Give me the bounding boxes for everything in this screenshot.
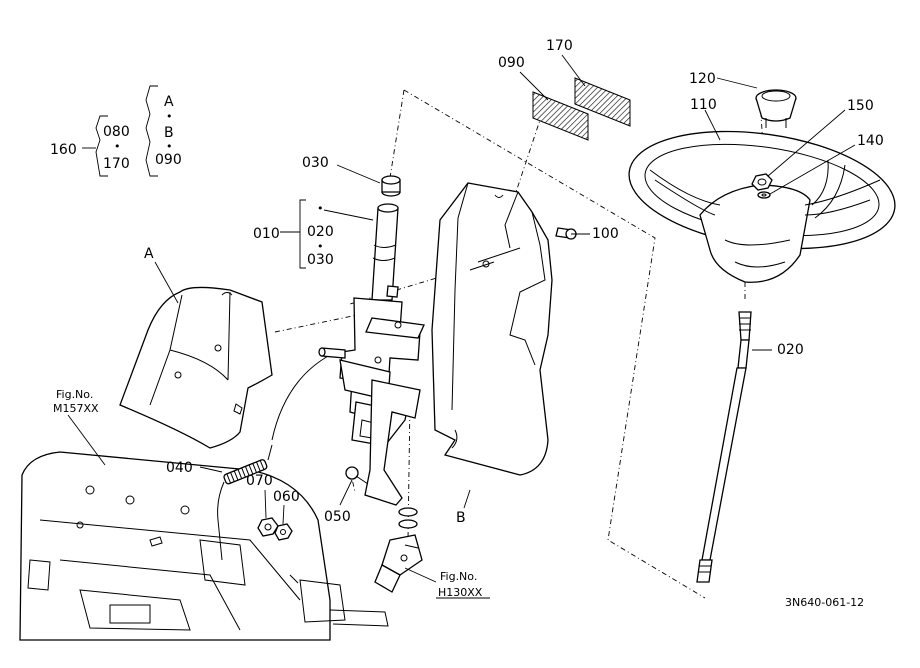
label-170: 170 (546, 38, 573, 54)
ref-label-a: A (144, 246, 154, 262)
ref-label-b: B (456, 510, 466, 526)
nut-060 (274, 523, 293, 541)
ref-label-b-group: B (164, 125, 174, 141)
fig-ref-bottom-code: H130XX (438, 586, 483, 599)
label-160: 160 (50, 142, 77, 158)
nut-070 (257, 517, 279, 537)
figure-references: Fig.No. M157XX Fig.No. H130XX (53, 388, 483, 599)
fig-ref-bottom-title: Fig.No. (440, 570, 477, 583)
fig-ref-left-code: M157XX (53, 402, 99, 415)
part-labels: 170 090 120 110 150 140 030 100 010 020 … (50, 38, 884, 526)
label-150: 150 (847, 98, 874, 114)
label-110: 110 (690, 97, 717, 113)
label-090: 090 (498, 55, 525, 71)
cover-b (431, 182, 553, 476)
label-030-top: 030 (302, 155, 329, 171)
universal-joint (374, 507, 423, 593)
drawing-code: 3N640-061-12 (785, 596, 864, 609)
dot-separator: • (166, 110, 173, 123)
dot-separator: • (166, 140, 173, 153)
label-020-shaft: 020 (777, 342, 804, 358)
cap-120 (755, 89, 797, 128)
label-170-group: 170 (103, 156, 130, 172)
label-030-group: 030 (307, 252, 334, 268)
label-050: 050 (324, 509, 351, 525)
ref-label-a-group: A (164, 94, 174, 110)
decal-090 (532, 91, 589, 141)
dash-panel-body (19, 451, 389, 641)
decal-170 (574, 77, 631, 127)
label-010: 010 (253, 226, 280, 242)
fig-ref-left-title: Fig.No. (56, 388, 93, 401)
label-060: 060 (273, 489, 300, 505)
shaft-020 (696, 311, 752, 583)
label-070: 070 (246, 473, 273, 489)
washer-150 (757, 191, 771, 199)
bolt-050 (345, 466, 369, 485)
leader-lines (67, 54, 856, 599)
label-020-group: 020 (307, 224, 334, 240)
label-040: 040 (166, 460, 193, 476)
label-090-group: 090 (155, 152, 182, 168)
dot-separator: • (114, 140, 121, 153)
nut-140 (751, 173, 773, 191)
dot-separator: • (317, 240, 324, 253)
label-140: 140 (857, 133, 884, 149)
label-120: 120 (689, 71, 716, 87)
bolt-100 (555, 227, 577, 240)
steering-column-010 (318, 203, 425, 506)
cover-a (119, 286, 273, 449)
label-100: 100 (592, 226, 619, 242)
label-080: 080 (103, 124, 130, 140)
collar-030 (381, 175, 401, 197)
spring-040 (217, 354, 331, 561)
dot-separator: • (317, 202, 324, 215)
